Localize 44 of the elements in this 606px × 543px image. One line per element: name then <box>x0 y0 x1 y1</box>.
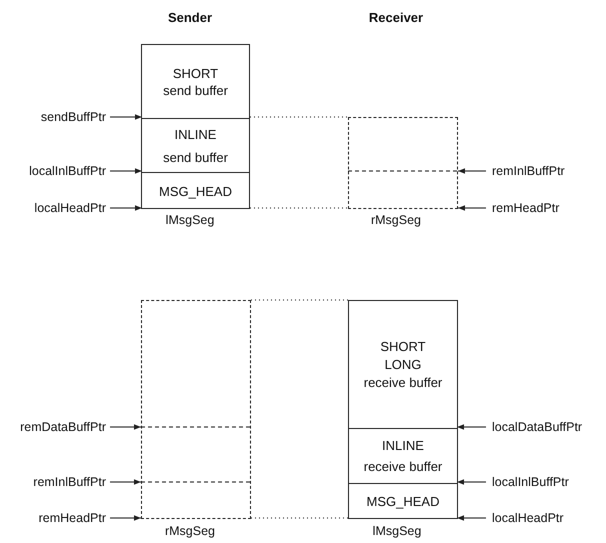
arrow <box>110 114 142 120</box>
arrow <box>456 424 486 430</box>
segment-label: rMsgSeg <box>164 524 216 538</box>
connector-line <box>250 116 348 118</box>
arrow <box>110 424 142 430</box>
segment-text: receive buffer <box>364 459 442 474</box>
segment-label: rMsgSeg <box>370 213 422 227</box>
buffer-box <box>348 300 458 519</box>
pointer-label: localHeadPtr <box>2 200 110 216</box>
pointer-label: remDataBuffPtr <box>2 419 110 435</box>
buffer-box <box>141 44 250 209</box>
dashed-box <box>141 300 251 519</box>
column-heading: Receiver <box>368 10 424 25</box>
segment-label: lMsgSeg <box>372 524 422 538</box>
arrow <box>458 205 486 211</box>
segment-text: SHORT <box>172 66 218 80</box>
arrow <box>110 205 142 211</box>
pointer-label: remInlBuffPtr <box>2 474 110 490</box>
pointer-label: localDataBuffPtr <box>486 419 604 435</box>
segment-text: MSG_HEAD <box>159 184 232 198</box>
segment-text: receive buffer <box>364 375 442 390</box>
segment-text: INLINE <box>174 126 216 142</box>
segment-text: INLINE <box>382 438 424 453</box>
segment-text: SHORT <box>380 339 426 354</box>
column-heading: Sender <box>168 10 212 25</box>
segment-text: send buffer <box>163 150 228 164</box>
pointer-label: localInlBuffPtr <box>486 474 604 490</box>
arrow <box>458 168 486 174</box>
dashed-box <box>348 117 458 209</box>
segment-text: send buffer <box>163 82 228 98</box>
pointer-label: remInlBuffPtr <box>486 163 604 179</box>
arrow <box>456 479 486 485</box>
segment-label: lMsgSeg <box>166 213 214 227</box>
pointer-label: sendBuffPtr <box>2 109 110 125</box>
segment-text: MSG_HEAD <box>366 494 440 508</box>
pointer-label: localInlBuffPtr <box>2 163 110 179</box>
arrow <box>456 515 486 521</box>
pointer-label: remHeadPtr <box>486 200 604 216</box>
pointer-label: localHeadPtr <box>486 510 604 526</box>
arrow <box>110 515 142 521</box>
pointer-label: remHeadPtr <box>2 510 110 526</box>
arrow <box>110 168 142 174</box>
segment-text: LONG <box>384 357 422 372</box>
arrow <box>110 479 142 485</box>
